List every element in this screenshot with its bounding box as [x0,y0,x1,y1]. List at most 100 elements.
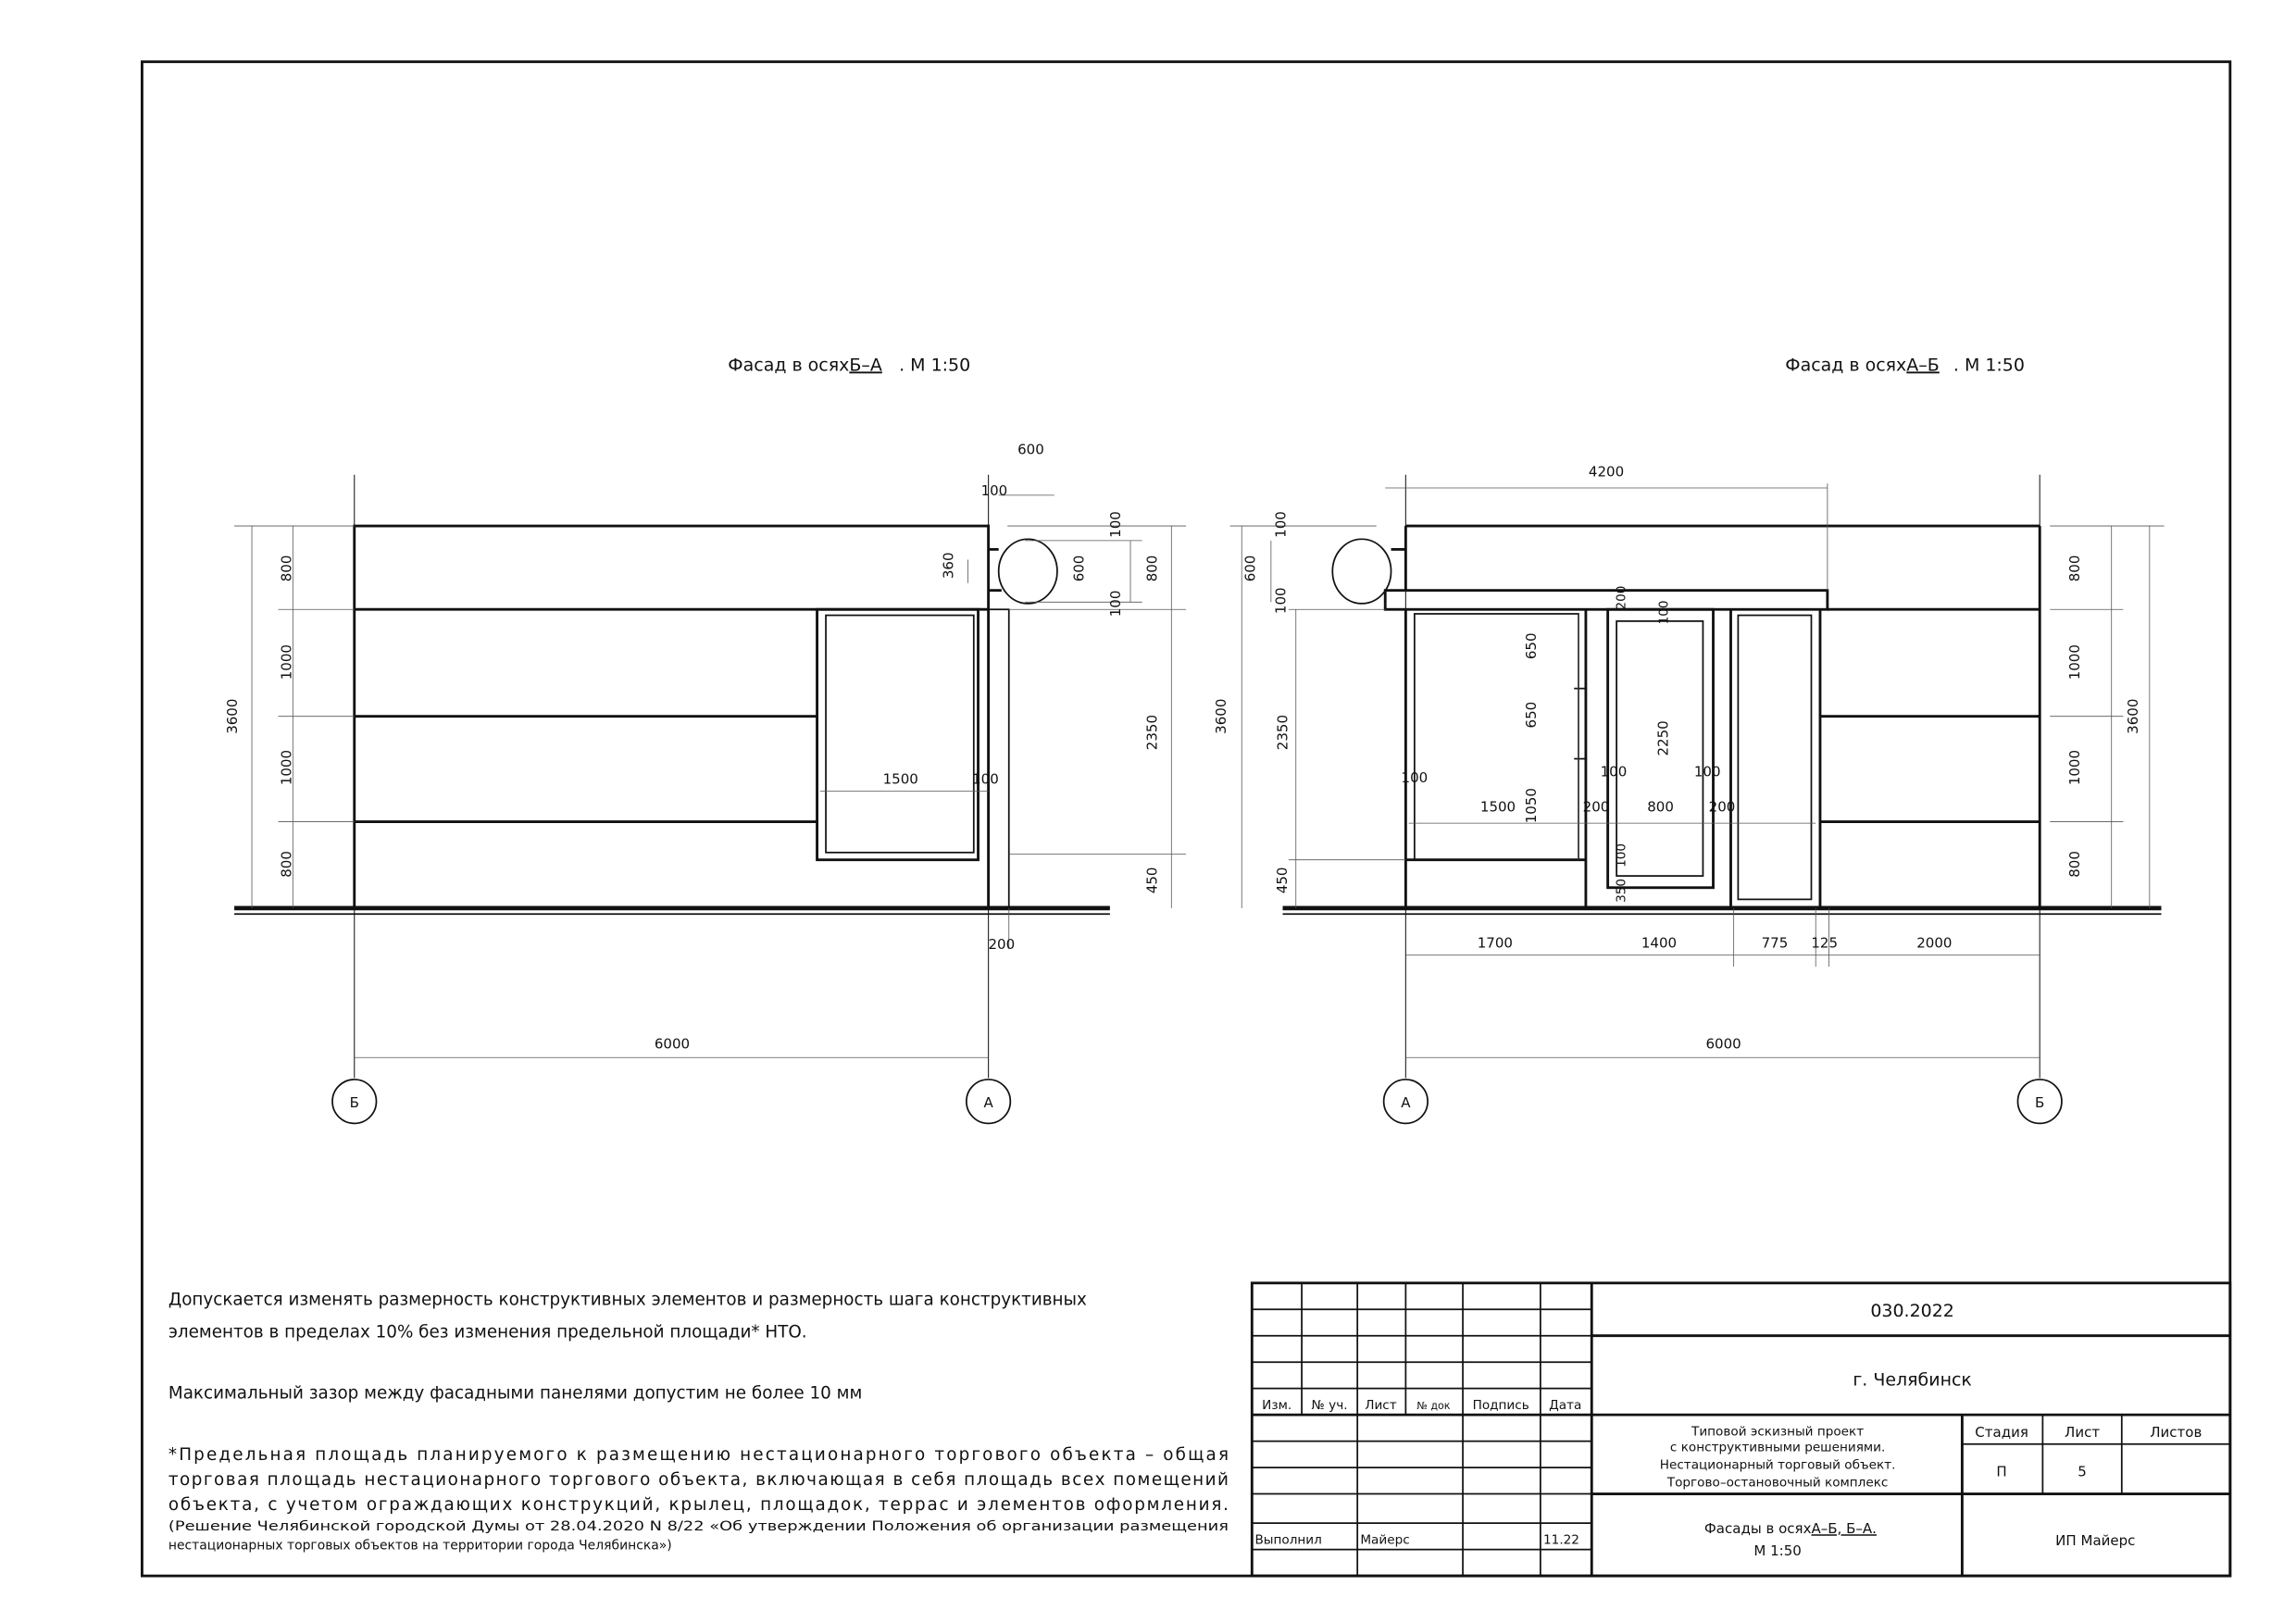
right-facade-title-axes: А–Б [1906,355,1939,375]
axis-label: А [1401,1094,1411,1111]
header-date: Дата [1549,1398,1581,1413]
left-facade-title: Фасад в осях [728,355,849,375]
footnote-line: объекта, с учетом ограждающих конструкци… [168,1495,1229,1515]
project-description: Типовой эскизный проект [1691,1424,1864,1439]
dim-label: 1000 [2066,750,2083,785]
dim-label: 100 [1402,769,1429,786]
dim-label: 800 [1647,799,1674,816]
dim-label: 600 [1017,442,1044,458]
author-name: Майерс [1360,1532,1409,1547]
dim-label: 100 [1656,600,1671,624]
header-list: Лист [1365,1398,1397,1413]
title-block: Изм. № уч. Лист № док Подпись Дата Выпол… [1250,1281,2232,1578]
dim-label: 1050 [1523,788,1540,823]
dim-label: 800 [2066,851,2083,878]
notes: Допускается изменять размерность констру… [168,1291,1229,1554]
city: г. Челябинск [1853,1370,1972,1391]
footnote-line: нестационарных торговых объектов на терр… [168,1539,672,1554]
role-label: Выполнил [1254,1532,1321,1547]
sign-circle [997,538,1058,605]
right-facade-title-scale: . М 1:50 [1953,355,2025,375]
project-description: Торгово–остановочный комплекс [1666,1476,1889,1491]
dim-label: 200 [989,936,1016,953]
sheet-value: 5 [2078,1464,2087,1480]
company: ИП Майерс [2055,1532,2135,1549]
project-description: с конструктивными решениями. [1670,1441,1885,1455]
stage-value: П [1996,1464,2006,1480]
dim-label: 1000 [2066,644,2083,680]
dim-label: 3600 [1213,699,1229,734]
dim-label: 100 [972,770,999,787]
right-facade-title: Фасад в осях [1785,355,1906,375]
dim-label: 450 [1143,868,1160,894]
dim-label: 100 [1107,591,1124,618]
dim-label: 1400 [1641,935,1677,952]
header-signature: Подпись [1473,1398,1529,1413]
note-line: Максимальный зазор между фасадными панел… [168,1384,862,1404]
header-no-uch: № уч. [1312,1398,1348,1413]
header-izm: Изм. [1262,1398,1292,1413]
dim-label: 100 [1273,587,1290,614]
dim-label: 100 [1601,764,1628,780]
dim-label: 1000 [279,644,295,680]
dim-label: 100 [1694,764,1721,780]
dim-label: 450 [1274,868,1291,894]
dim-label: 100 [1615,843,1629,868]
dim-label: 4200 [1589,463,1624,480]
footnote-line: торговая площадь нестационарного торгово… [168,1470,1229,1490]
dim-label: 2250 [1654,720,1671,755]
canopy [1383,589,1829,611]
dim-label: 600 [1242,556,1258,582]
drawing-name: Фасады в осях [1704,1520,1812,1537]
dim-label: 1700 [1478,935,1513,952]
dim-label: 200 [1709,799,1736,816]
drawing-scale: М 1:50 [1753,1542,1801,1559]
axis-bubble [1382,1079,1429,1125]
door-frame [1606,607,1715,890]
dim-label: 100 [981,482,1008,499]
sheet-label: Лист [2065,1424,2100,1441]
axis-bubble [2016,1079,2063,1125]
footnote-line: (Решение Челябинской городской Думы от 2… [168,1519,1229,1534]
dim-label: 350 [1615,879,1629,903]
dim-label: 650 [1523,702,1540,729]
dim-label: 800 [279,851,295,878]
dim-label: 1500 [883,770,918,787]
axis-bubble [966,1079,1012,1125]
dim-label: 2000 [1916,935,1952,952]
axis-bubble [331,1079,378,1125]
note-line: элементов в пределах 10% без изменения п… [168,1322,807,1342]
axis-label: А [983,1094,993,1111]
dim-label: 1000 [279,750,295,785]
note-line: Допускается изменять размерность констру… [168,1291,1087,1310]
date-value: 11.22 [1543,1532,1579,1547]
door-panel [1737,614,1813,901]
left-facade-title-scale: . М 1:50 [899,355,970,375]
dim-label: 6000 [655,1036,690,1053]
dim-label: 650 [1523,632,1540,659]
footnote-line: *Предельная площадь планируемого к разме… [168,1445,1229,1465]
dim-label: 3600 [2125,699,2141,734]
dim-label: 360 [941,552,957,579]
right-facade: Фасад в осях А–Б . М 1:50 [1213,355,2165,1125]
dim-label: 600 [1070,556,1087,582]
dim-label: 3600 [224,699,241,734]
left-facade-title-axes: Б–А [849,355,881,375]
dim-label: 800 [2066,556,2083,582]
left-facade: Фасад в осях Б–А . М 1:50 [224,355,1187,1125]
dim-label: 125 [1811,935,1838,952]
window [816,607,980,862]
dim-label: 200 [1615,586,1629,610]
door [1616,620,1704,877]
dim-label: 100 [1273,511,1290,538]
dim-label: 800 [279,556,295,582]
sheets-label: Листов [2150,1424,2202,1441]
project-description: Нестационарный торговый объект. [1660,1458,1896,1473]
project-code: 030.2022 [1870,1301,1954,1321]
header-no-doc: № док [1416,1400,1450,1412]
sheet-frame [140,60,2232,1578]
dim-label: 2350 [1143,715,1160,750]
sign-circle [1331,538,1392,605]
dim-label: 6000 [1705,1036,1741,1053]
